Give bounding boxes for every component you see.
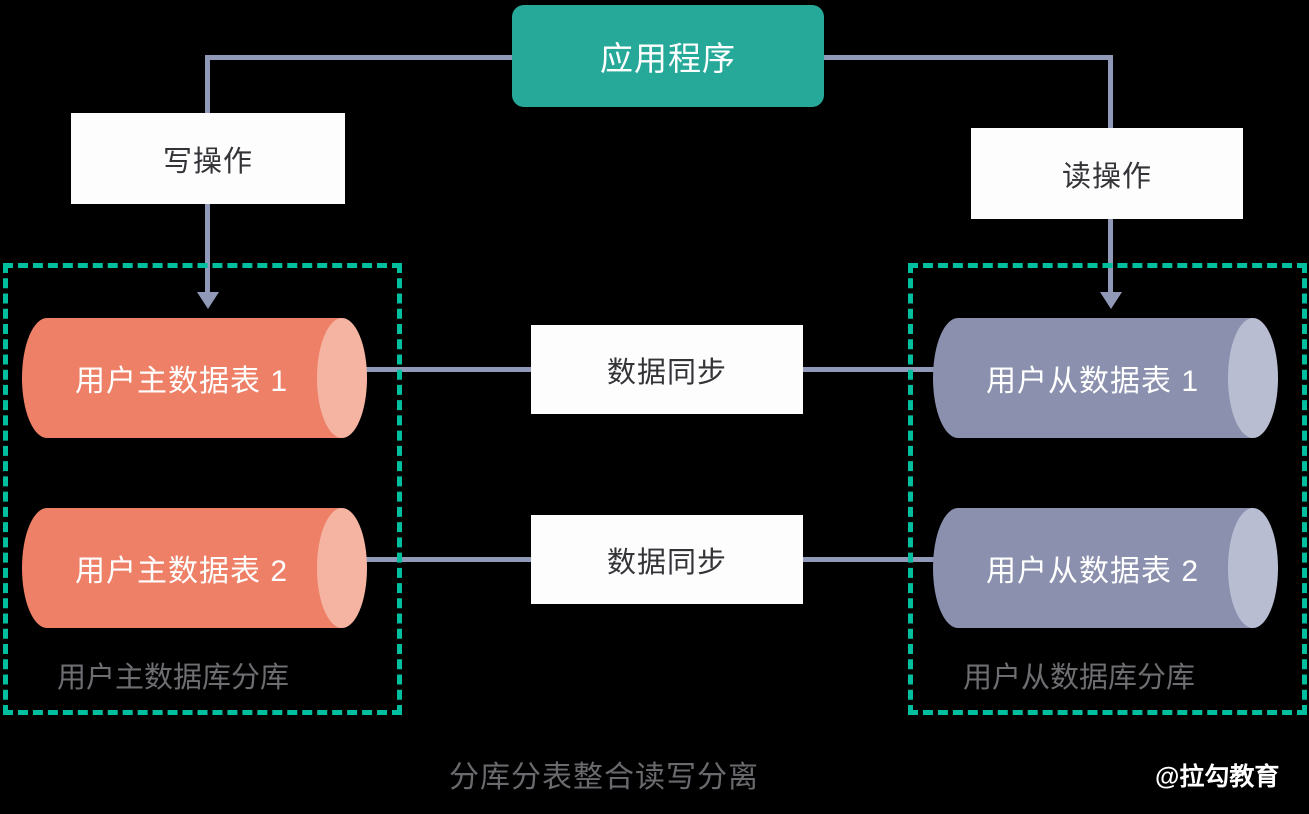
database-node-master-2-body bbox=[47, 508, 342, 628]
database-node-slave-1-cap-right bbox=[1228, 318, 1278, 438]
database-node-master-1-cap-left bbox=[22, 318, 72, 438]
database-node-master-2-cap-left bbox=[22, 508, 72, 628]
connector-app-to-write-horizontal bbox=[205, 55, 575, 60]
master-shard-group-label: 用户主数据库分库 bbox=[57, 662, 290, 694]
database-node-master-2-label: 用户主数据表 2 bbox=[75, 555, 289, 588]
database-node-master-1-cap-right bbox=[317, 318, 367, 438]
sync-label-2: 数据同步 bbox=[606, 546, 727, 579]
read-operation-label: 读操作 bbox=[1061, 160, 1152, 193]
database-node-slave-2-cap-right bbox=[1228, 508, 1278, 628]
watermark: @拉勾教育 bbox=[1155, 763, 1280, 791]
database-node-slave-1-cap-left bbox=[933, 318, 983, 438]
database-node-master-1[interactable]: 用户主数据表 1 bbox=[22, 318, 367, 438]
write-operation-box[interactable]: 写操作 bbox=[71, 113, 345, 204]
read-operation-box[interactable]: 读操作 bbox=[971, 128, 1243, 219]
database-node-master-1-label: 用户主数据表 1 bbox=[75, 365, 289, 398]
database-node-slave-1[interactable]: 用户从数据表 1 bbox=[933, 318, 1278, 438]
sidebar-item-slave-shard-group bbox=[908, 263, 1307, 715]
connector-app-to-read-horizontal bbox=[760, 55, 1110, 60]
database-node-master-2-cap-right bbox=[317, 508, 367, 628]
connector-write-arrowhead bbox=[197, 292, 219, 309]
database-node-slave-2[interactable]: 用户从数据表 2 bbox=[933, 508, 1278, 628]
sync-label-box-2[interactable]: 数据同步 bbox=[531, 515, 803, 604]
database-node-slave-1-label: 用户从数据表 1 bbox=[986, 365, 1200, 398]
application-node[interactable]: 应用程序 bbox=[512, 5, 824, 107]
sidebar-item-master-shard-group bbox=[3, 263, 402, 715]
database-node-slave-2-label: 用户从数据表 2 bbox=[986, 555, 1200, 588]
connector-read-arrowhead bbox=[1100, 292, 1122, 309]
sync-label-1: 数据同步 bbox=[606, 356, 727, 389]
page-title: 分库分表整合读写分离 bbox=[449, 761, 759, 794]
database-node-slave-2-cap-left bbox=[933, 508, 983, 628]
sync-label-box-1[interactable]: 数据同步 bbox=[531, 325, 803, 414]
database-node-master-2[interactable]: 用户主数据表 2 bbox=[22, 508, 367, 628]
application-node-label: 应用程序 bbox=[600, 40, 736, 77]
database-node-slave-1-body bbox=[958, 318, 1253, 438]
database-node-master-1-body bbox=[47, 318, 342, 438]
database-node-slave-2-body bbox=[958, 508, 1253, 628]
slave-shard-group-label: 用户从数据库分库 bbox=[963, 662, 1196, 694]
write-operation-label: 写操作 bbox=[162, 145, 253, 178]
